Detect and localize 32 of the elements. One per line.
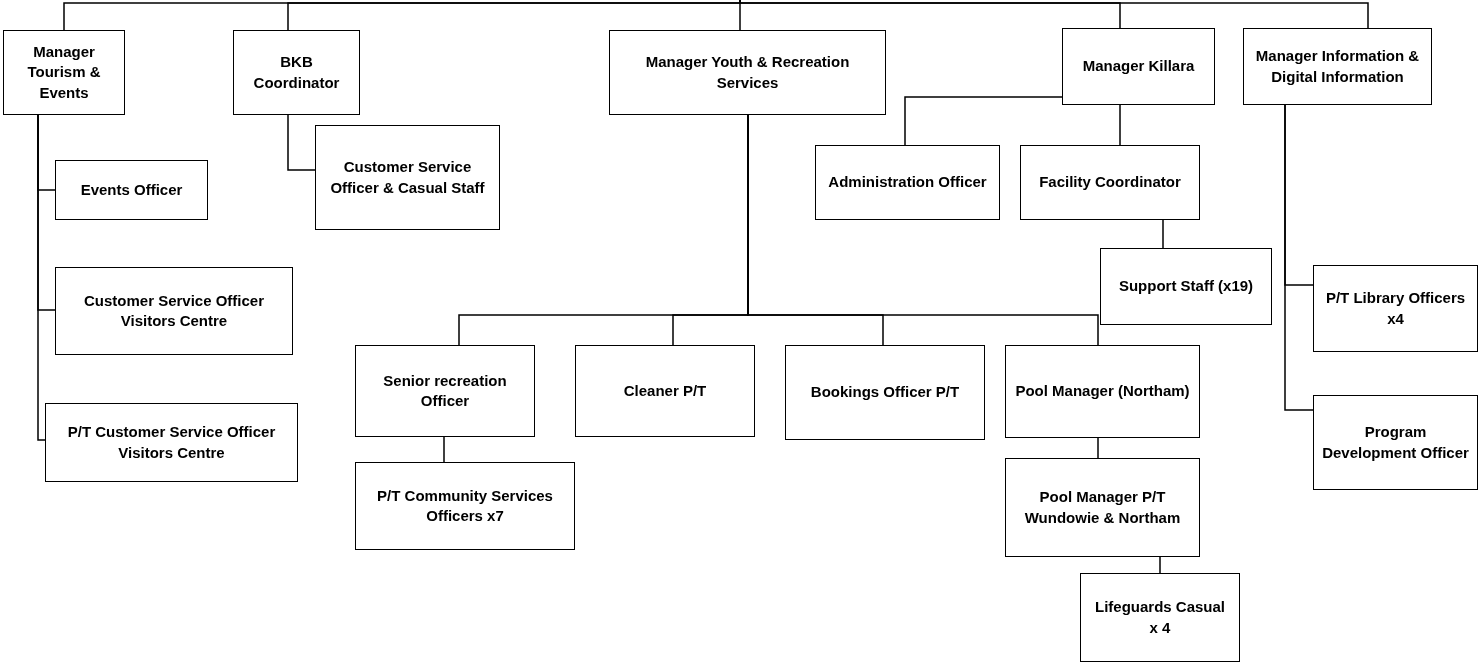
position-box: Program Development Officer xyxy=(1313,395,1478,490)
connector-line xyxy=(1159,556,1161,574)
connector-line xyxy=(739,0,1369,29)
position-box: Customer Service Officer & Casual Staff xyxy=(315,125,500,230)
position-box: Pool Manager (Northam) xyxy=(1005,345,1200,438)
position-box: Administration Officer xyxy=(815,145,1000,220)
position-box: Cleaner P/T xyxy=(575,345,755,437)
connector-line xyxy=(287,0,741,31)
connector-line xyxy=(1119,104,1121,146)
connector-line xyxy=(1284,104,1314,411)
connector-line xyxy=(443,436,445,463)
position-box: Manager Killara xyxy=(1062,28,1215,105)
connector-line xyxy=(287,114,316,171)
position-box: Manager Youth & Recreation Services xyxy=(609,30,886,115)
position-box: Manager Tourism & Events xyxy=(3,30,125,115)
position-box: Events Officer xyxy=(55,160,208,220)
position-box: Senior recreation Officer xyxy=(355,345,535,437)
position-box: P/T Community Services Officers x7 xyxy=(355,462,575,550)
position-box: P/T Library Officers x4 xyxy=(1313,265,1478,352)
position-box: P/T Customer Service Officer Visitors Centre xyxy=(45,403,298,482)
position-box: Customer Service Officer Visitors Centre xyxy=(55,267,293,355)
position-box: Bookings Officer P/T xyxy=(785,345,985,440)
connector-line xyxy=(37,114,46,441)
connector-line xyxy=(1162,219,1164,249)
position-box: Manager Information & Digital Information xyxy=(1243,28,1432,105)
position-box: Pool Manager P/T Wundowie & Northam xyxy=(1005,458,1200,557)
position-box: Facility Coordinator xyxy=(1020,145,1200,220)
position-box: BKB Coordinator xyxy=(233,30,360,115)
connector-line xyxy=(904,96,1063,146)
connector-line xyxy=(1097,437,1099,459)
position-box: Lifeguards Casual x 4 xyxy=(1080,573,1240,662)
position-box: Support Staff (x19) xyxy=(1100,248,1272,325)
